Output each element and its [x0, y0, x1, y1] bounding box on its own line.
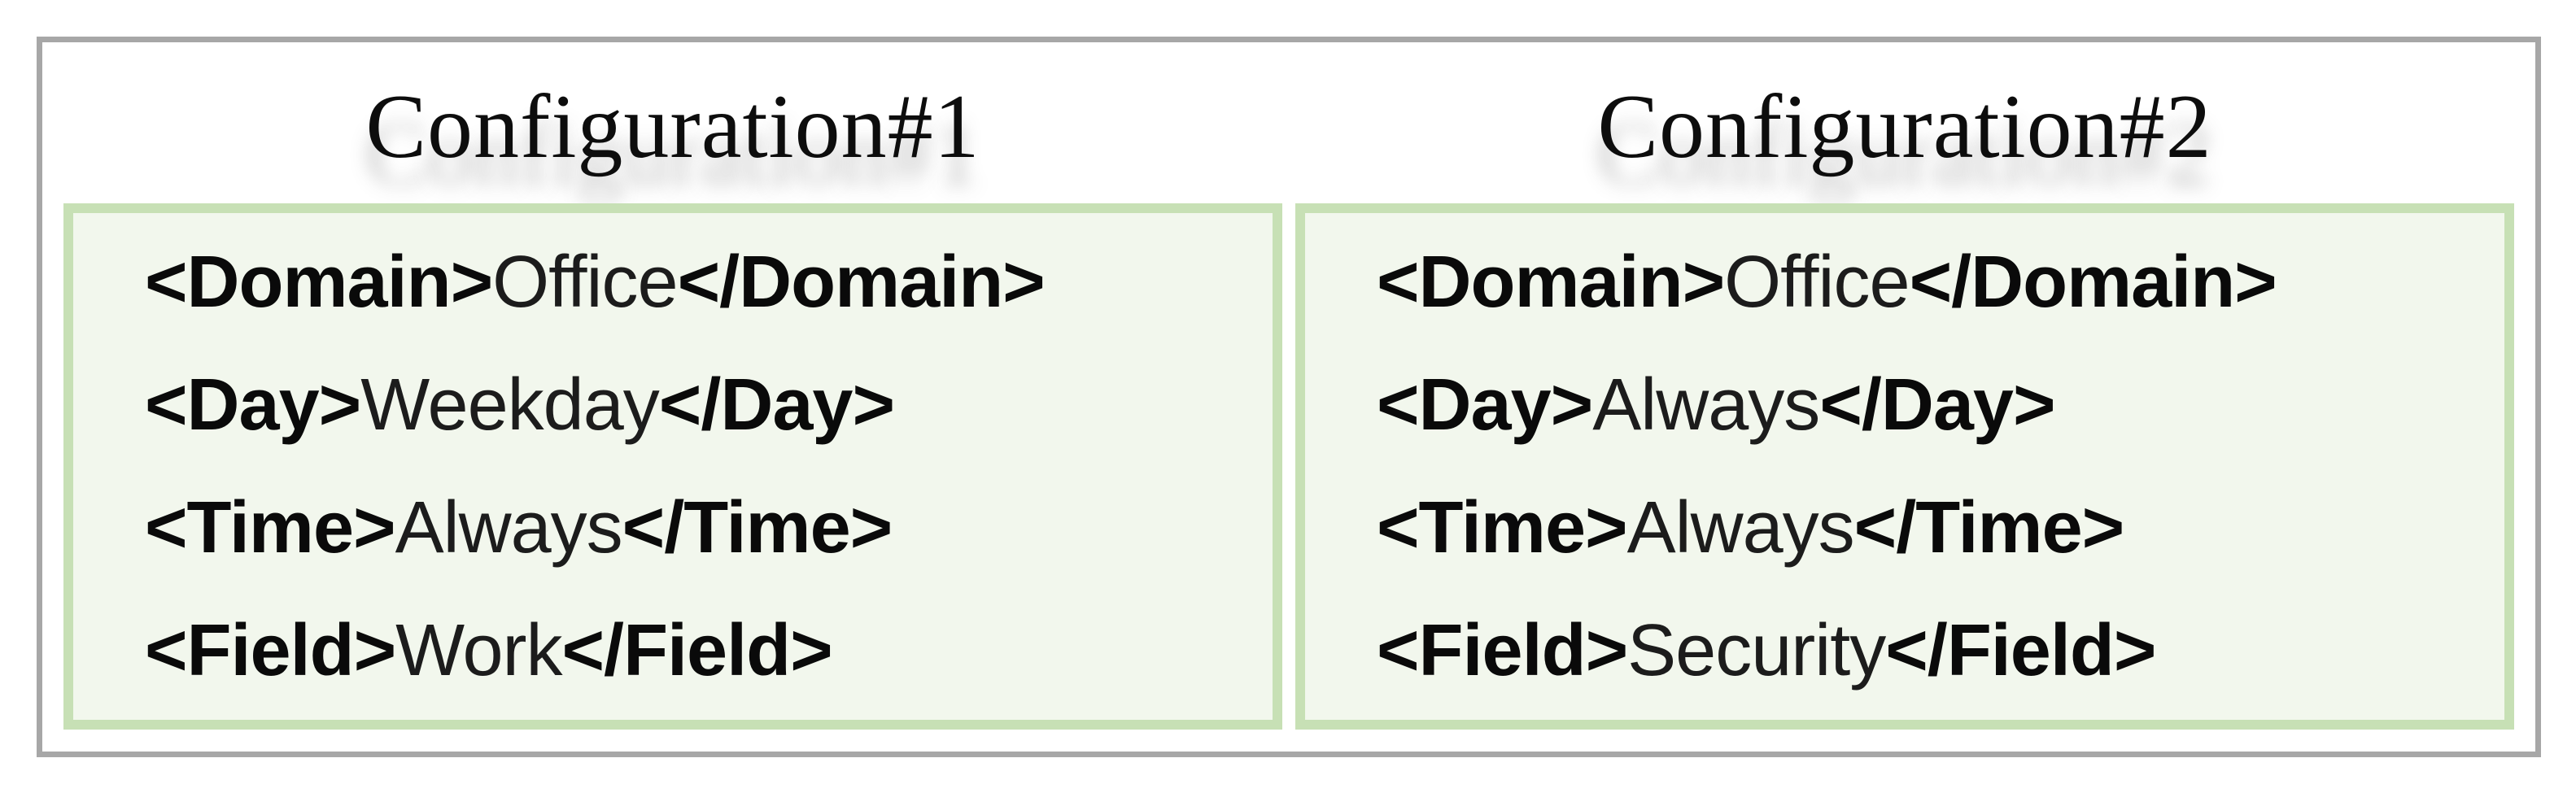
xml-line-time: <Time>Always</Time>	[1377, 491, 2488, 564]
configuration-panel-1: Configuration#1 <Domain>Office</Domain> …	[63, 42, 1282, 752]
xml-line-field: <Field>Security</Field>	[1377, 614, 2488, 687]
xml-value: Always	[1626, 486, 1855, 569]
xml-close-tag: </Field>	[561, 609, 833, 691]
config-1-codebox: <Domain>Office</Domain> <Day>Weekday</Da…	[63, 203, 1282, 730]
xml-open-tag: <Time>	[1377, 486, 1628, 569]
xml-close-tag: </Time>	[1853, 486, 2125, 569]
xml-close-tag: </Day>	[1819, 364, 2055, 447]
xml-open-tag: <Domain>	[145, 242, 493, 324]
xml-value: Always	[395, 486, 623, 569]
xml-line-domain: <Domain>Office</Domain>	[145, 246, 1256, 319]
xml-value: Office	[1724, 242, 1910, 324]
xml-line-day: <Day>Always</Day>	[1377, 368, 2488, 442]
config-2-codebox: <Domain>Office</Domain> <Day>Always</Day…	[1295, 203, 2514, 730]
xml-open-tag: <Day>	[145, 364, 361, 447]
xml-line-domain: <Domain>Office</Domain>	[1377, 246, 2488, 319]
xml-open-tag: <Field>	[145, 609, 396, 691]
configuration-panel-2: Configuration#2 <Domain>Office</Domain> …	[1295, 42, 2514, 752]
xml-line-day: <Day>Weekday</Day>	[145, 368, 1256, 442]
xml-close-tag: </Field>	[1885, 609, 2156, 691]
xml-value: Work	[395, 609, 562, 691]
xml-line-field: <Field>Work</Field>	[145, 614, 1256, 687]
xml-close-tag: </Domain>	[677, 242, 1046, 324]
figure-frame: Configuration#1 <Domain>Office</Domain> …	[37, 37, 2541, 757]
xml-open-tag: <Day>	[1377, 364, 1593, 447]
xml-value: Always	[1592, 364, 1820, 447]
xml-value: Office	[492, 242, 678, 324]
config-1-title: Configuration#1	[365, 76, 980, 177]
xml-close-tag: </Domain>	[1909, 242, 2277, 324]
xml-close-tag: </Time>	[622, 486, 893, 569]
xml-open-tag: <Domain>	[1377, 242, 1725, 324]
xml-open-tag: <Field>	[1377, 609, 1628, 691]
xml-line-time: <Time>Always</Time>	[145, 491, 1256, 564]
config-2-title: Configuration#2	[1597, 76, 2212, 177]
xml-value: Weekday	[360, 364, 660, 447]
xml-value: Security	[1627, 609, 1886, 691]
xml-open-tag: <Time>	[145, 486, 396, 569]
xml-close-tag: </Day>	[658, 364, 895, 447]
